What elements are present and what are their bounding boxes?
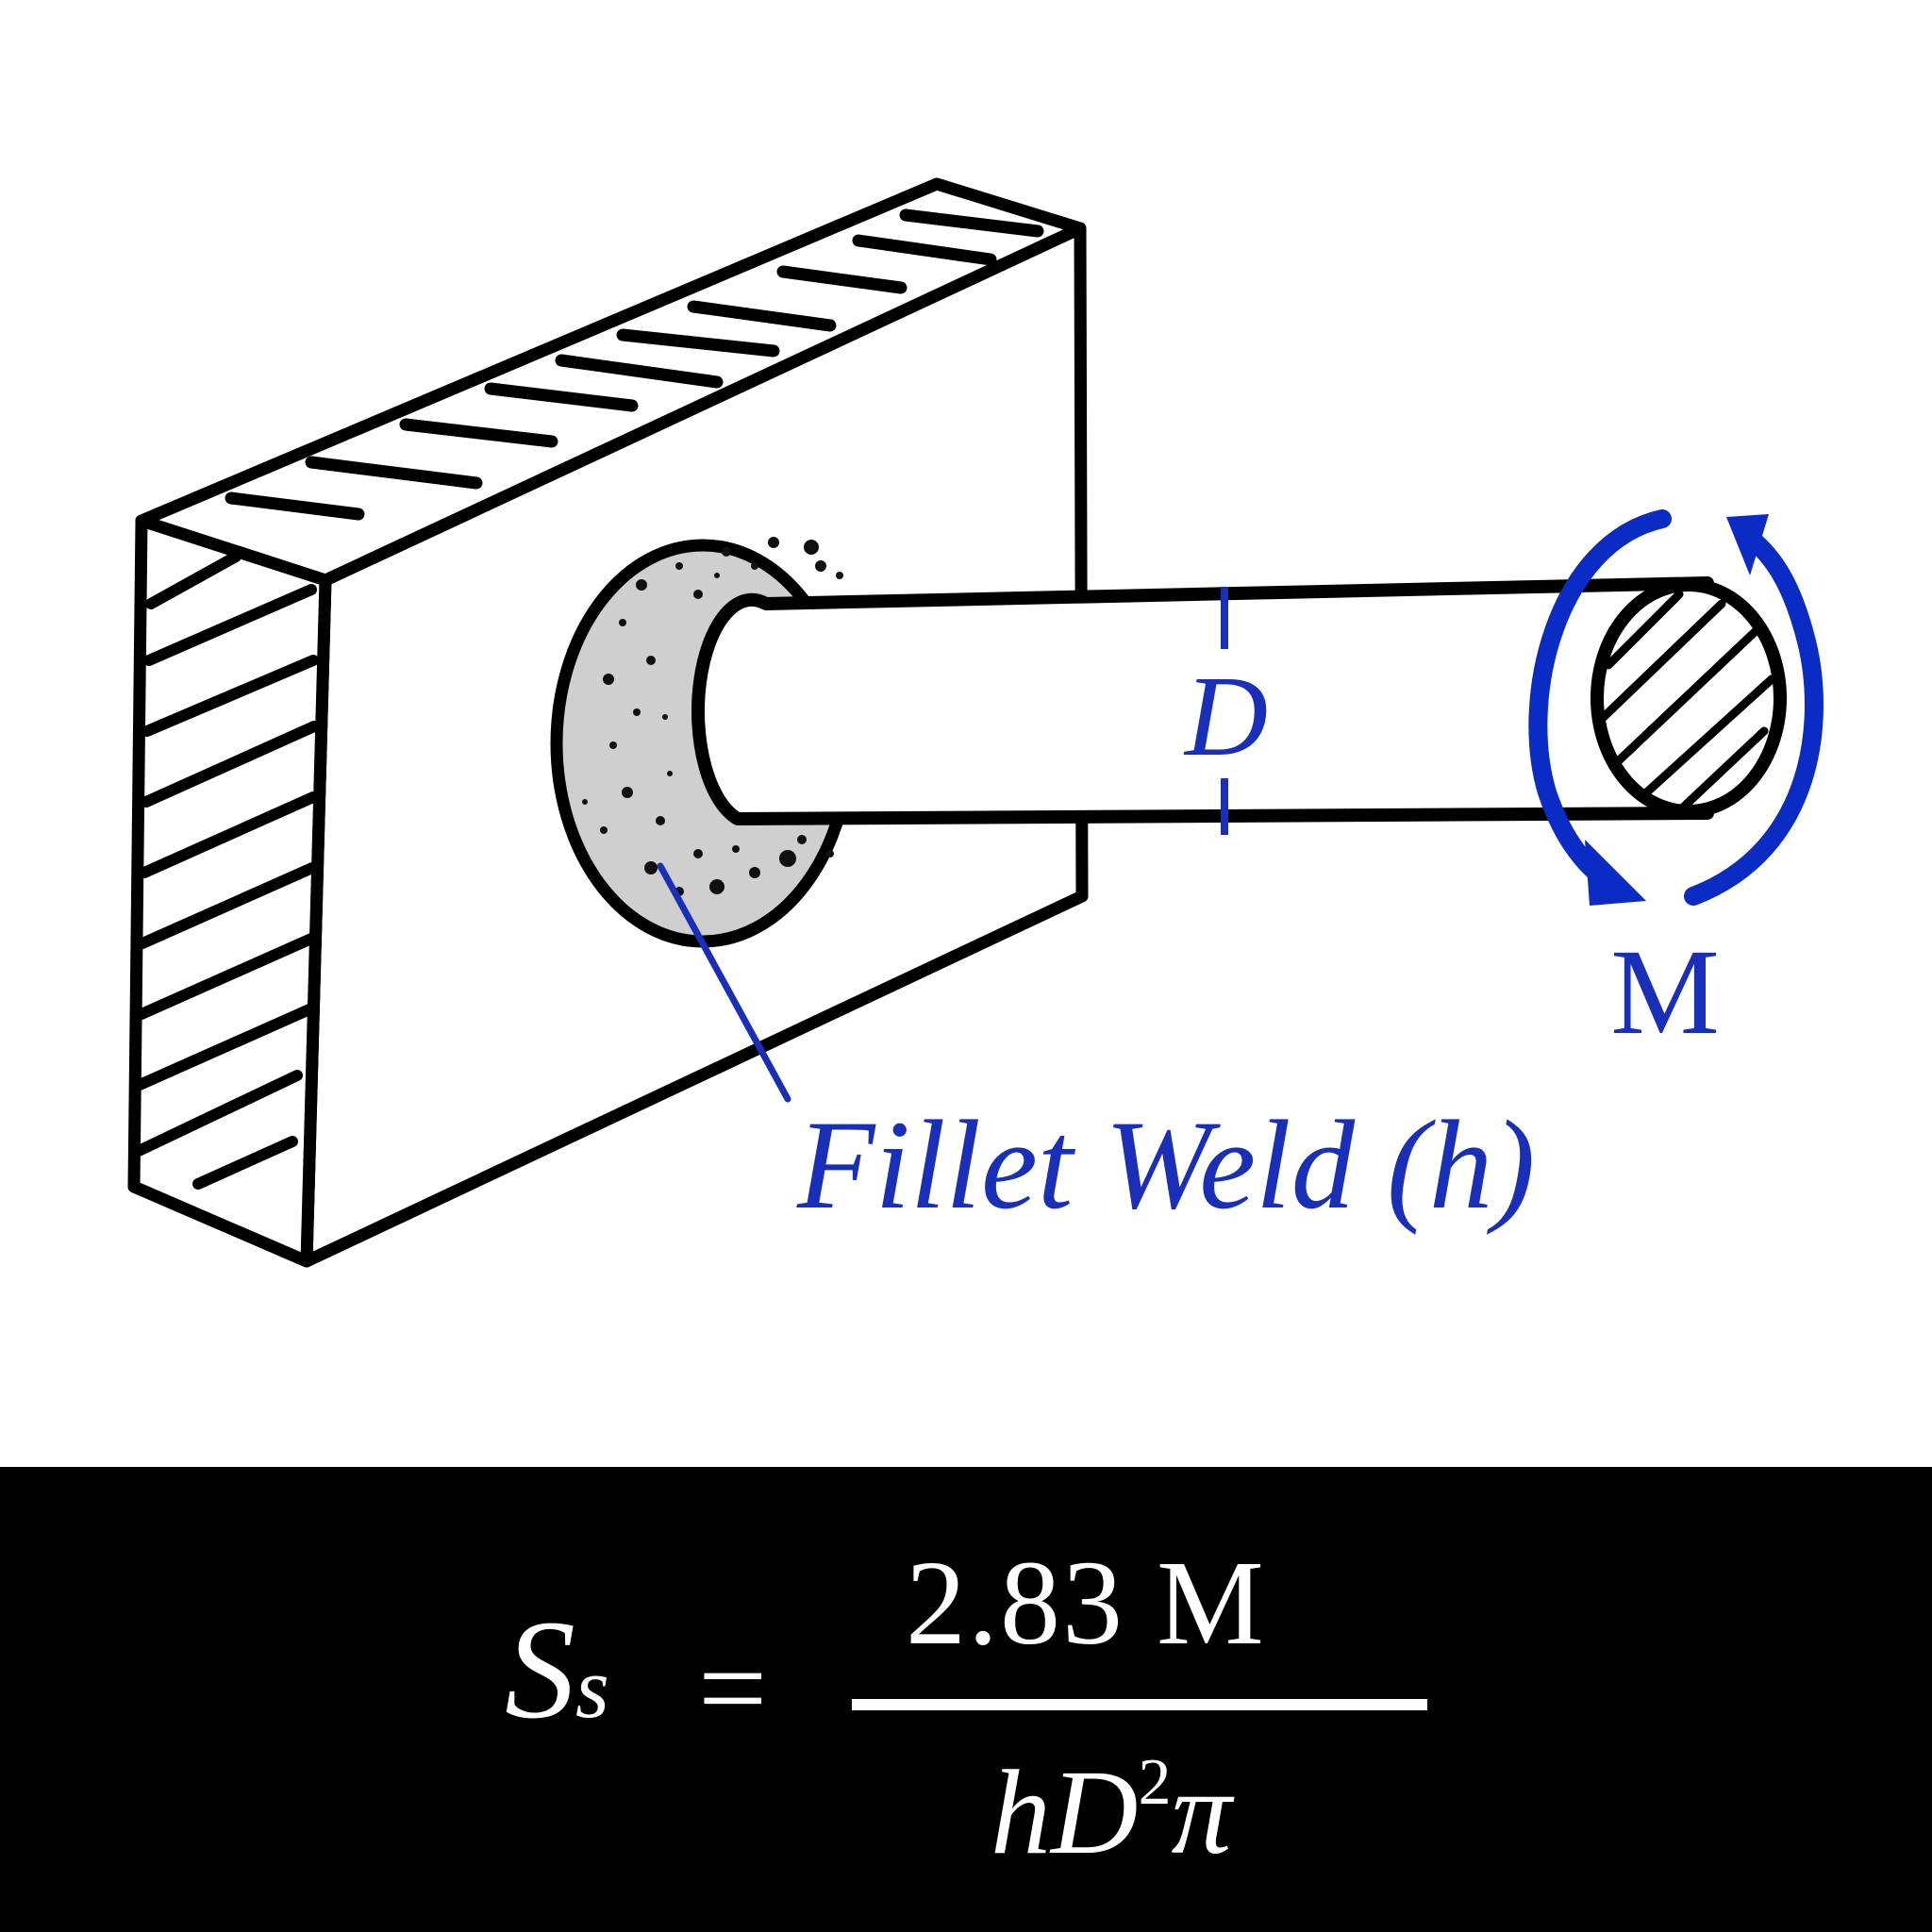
diameter-label: D [1183, 653, 1268, 780]
moment-arrowhead-right [1726, 514, 1769, 575]
plate-side-face [127, 514, 332, 1268]
formula-lhs-subscript: s [575, 1640, 609, 1736]
shaft-end-hatching [1599, 590, 1776, 811]
formula-denominator-base: hD [991, 1745, 1139, 1879]
plate-side-hatching [133, 551, 320, 1190]
formula-denominator-tail: π [1171, 1745, 1232, 1879]
moment-arc-left [1528, 509, 1672, 896]
moment-arc-right [1684, 528, 1824, 906]
weld-texture [582, 537, 843, 896]
moment-arrowhead-left [1585, 840, 1646, 906]
moment-label: M [1610, 924, 1720, 1060]
formula-lhs-symbol: S [505, 1591, 575, 1748]
formula-lhs: Ss [505, 1599, 609, 1740]
formula-denominator: hD2π [991, 1750, 1232, 1874]
formula-denominator-exponent: 2 [1138, 1746, 1172, 1819]
formula-numerator: 2.83 M [906, 1536, 1266, 1670]
formula-panel: Ss = 2.83 M hD2π [0, 1467, 1932, 1932]
welded-shaft-diagram: D M Fillet Weld (h) [127, 177, 1824, 1268]
formula-equals: = [698, 1621, 768, 1757]
weld-leader-line [657, 862, 791, 1103]
moment-arrows [1528, 509, 1824, 906]
weld-label: Fillet Weld (h) [796, 1095, 1535, 1236]
formula-fraction-bar [852, 1699, 1427, 1710]
plate-top-hatching [225, 208, 1044, 521]
shaft-body [691, 576, 1714, 825]
round-shaft [691, 576, 1787, 825]
